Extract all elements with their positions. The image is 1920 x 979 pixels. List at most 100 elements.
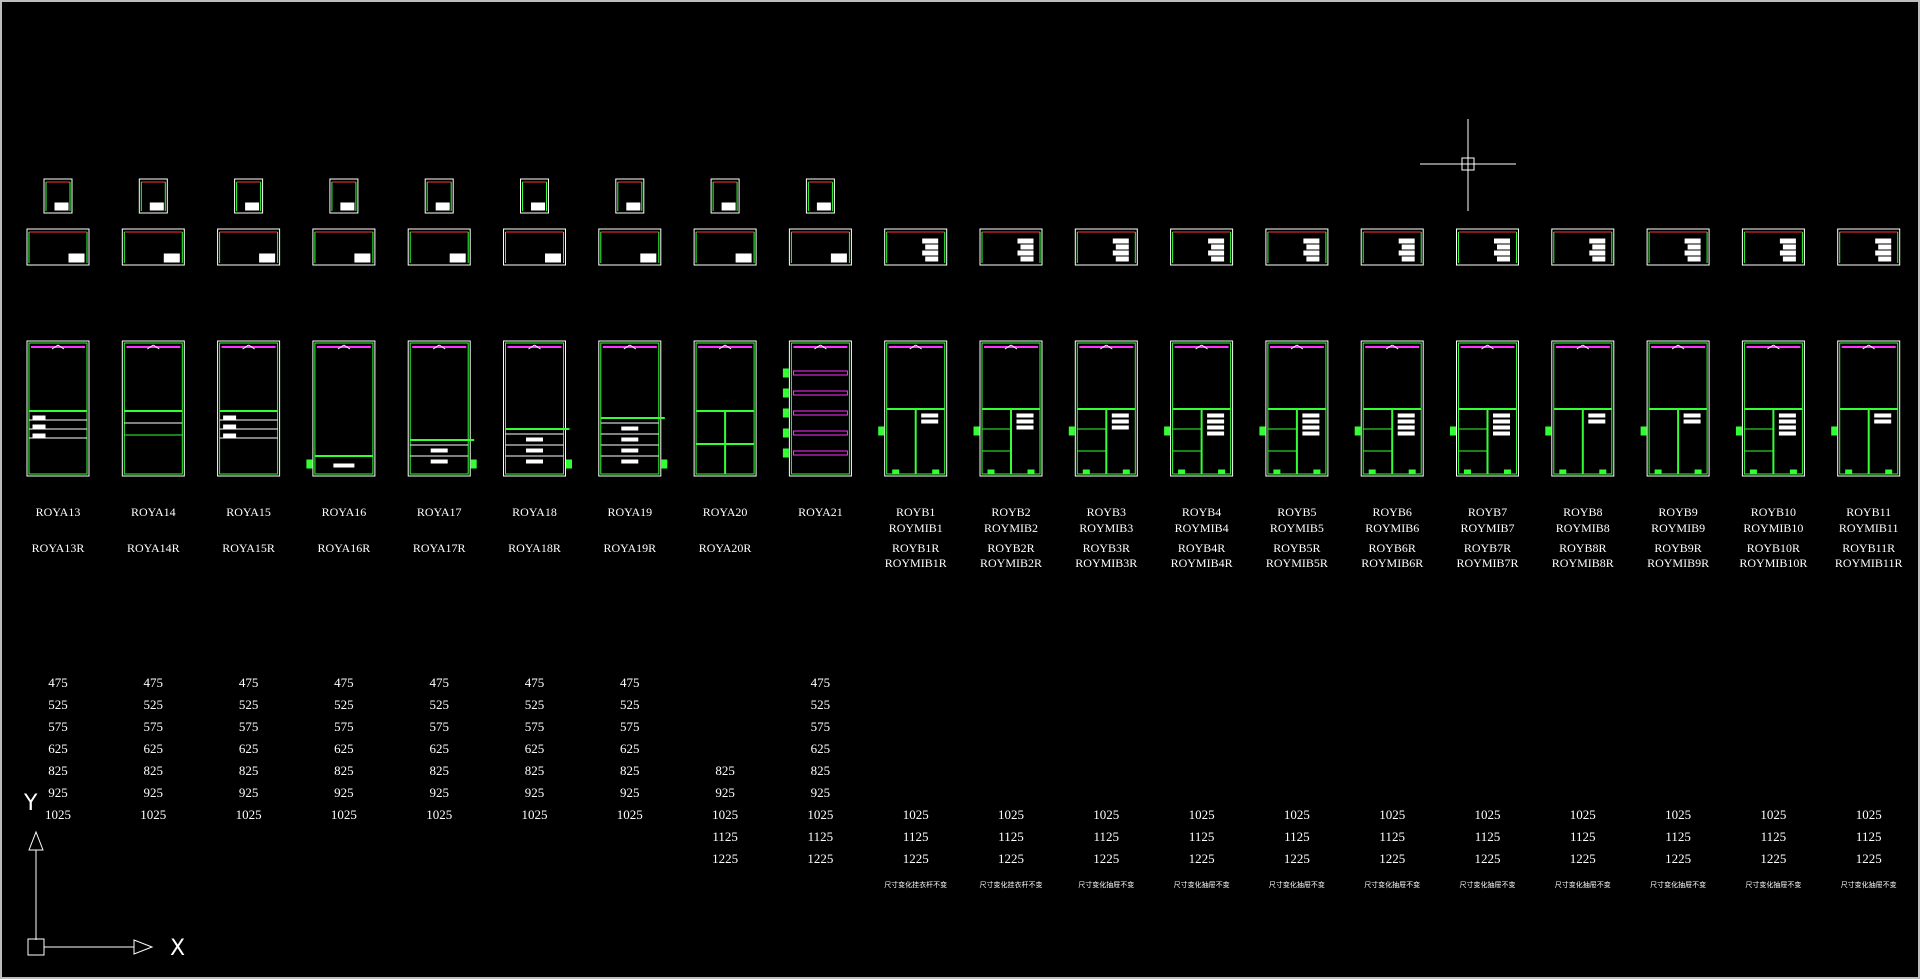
model-name: ROYB10R — [1747, 541, 1800, 555]
model-name: ROYMIB9 — [1651, 521, 1705, 535]
elevation-frame — [1456, 340, 1519, 477]
shelf-board — [792, 410, 848, 416]
drawer-handle — [32, 424, 46, 429]
cabinet-drawing-royb7[interactable]: ROYB7ROYMIB7ROYB7RROYMIB7R102511251225尺寸… — [1450, 228, 1519, 889]
foot-marker — [1885, 469, 1893, 475]
fill-block — [1401, 244, 1415, 250]
fill-block — [922, 250, 939, 256]
cabinet-drawing-royb4[interactable]: ROYB4ROYMIB4ROYB4RROYMIB4R102511251225尺寸… — [1164, 228, 1234, 889]
size-value: 1025 — [522, 807, 548, 822]
size-value: 1025 — [807, 807, 833, 822]
foot-marker — [1845, 469, 1853, 475]
cabinet-drawing-royb3[interactable]: ROYB3ROYMIB3ROYB3RROYMIB3R102511251225尺寸… — [1068, 228, 1138, 889]
model-name: ROYMIB10 — [1743, 521, 1803, 535]
elevation-frame — [1360, 340, 1424, 477]
cabinet-drawing-royb11[interactable]: ROYB11ROYMIB11ROYB11RROYMIB11R1025112512… — [1831, 228, 1903, 889]
hanger-mark — [343, 344, 351, 350]
shelf-board — [792, 430, 848, 436]
fill-block — [1017, 238, 1034, 244]
foot-marker — [1368, 469, 1376, 475]
hanger-mark — [1767, 344, 1774, 350]
small-top-view — [710, 178, 740, 214]
size-value: 1025 — [140, 807, 166, 822]
plan-view — [503, 228, 566, 266]
foot-marker — [1082, 469, 1090, 475]
cabinet-drawing-royb1[interactable]: ROYB1ROYMIB1ROYB1RROYMIB1R102511251225尺寸… — [878, 228, 948, 889]
small-top-view — [234, 178, 264, 214]
size-value: 475 — [429, 675, 449, 690]
cabinet-drawing-royb9[interactable]: ROYB9ROYMIB9ROYB9RROYMIB9R102511251225尺寸… — [1640, 228, 1710, 889]
fill-block — [435, 202, 450, 211]
size-value: 625 — [620, 741, 640, 756]
model-name: ROYMIB2 — [984, 521, 1038, 535]
size-note: 尺寸变化抽屉不变 — [1745, 880, 1801, 889]
cabinet-drawing-royb8[interactable]: ROYB8ROYMIB8ROYB8RROYMIB8R102511251225尺寸… — [1545, 228, 1615, 889]
size-value: 1025 — [1570, 807, 1596, 822]
plan-view — [312, 228, 376, 266]
hanger-mark — [1290, 344, 1298, 350]
model-name: ROYB4R — [1178, 541, 1225, 555]
drawer-handle — [1302, 425, 1320, 430]
model-name: ROYMIB6 — [1365, 521, 1419, 535]
drawer-handle — [1683, 419, 1701, 424]
size-value: 475 — [525, 675, 545, 690]
plan-view — [1741, 228, 1805, 266]
ucs-x-label: X — [170, 936, 185, 961]
elevation-frame — [503, 340, 566, 477]
model-name: ROYA20 — [703, 505, 748, 519]
cabinet-drawing-royb5[interactable]: ROYB5ROYMIB5ROYB5RROYMIB5R102511251225尺寸… — [1259, 228, 1329, 889]
model-name: ROYB5 — [1277, 505, 1316, 519]
drawer-handle — [526, 448, 543, 453]
side-marker — [1259, 426, 1266, 436]
elevation-inner — [505, 342, 564, 475]
side-marker — [782, 448, 789, 458]
plan-view — [979, 228, 1043, 266]
elevation-frame — [598, 340, 662, 477]
model-name: ROYA16 — [322, 505, 367, 519]
model-name: ROYB9 — [1658, 505, 1697, 519]
fill-block — [1398, 238, 1415, 244]
size-value: 525 — [525, 697, 545, 712]
side-marker — [306, 459, 313, 469]
small-top-view — [329, 178, 359, 214]
elevation-inner — [123, 342, 183, 475]
size-value: 1025 — [1093, 807, 1119, 822]
hanger-mark — [629, 344, 637, 350]
cabinet-drawing-royb2[interactable]: ROYB2ROYMIB2ROYB2RROYMIB2R102511251225尺寸… — [973, 228, 1043, 889]
size-value: 1125 — [1475, 829, 1501, 844]
fill-block — [1020, 244, 1034, 250]
size-value: 1025 — [903, 807, 929, 822]
size-value: 1125 — [712, 829, 738, 844]
cabinet-drawing-royb10[interactable]: ROYB10ROYMIB10ROYB10RROYMIB10R1025112512… — [1735, 228, 1807, 889]
size-value: 1225 — [903, 851, 929, 866]
size-value: 1225 — [1379, 851, 1405, 866]
model-name: ROYB4 — [1182, 505, 1221, 519]
drawer-handle — [1016, 425, 1034, 430]
size-value: 475 — [620, 675, 640, 690]
drawer-handle — [1778, 431, 1796, 436]
hanger-mark — [724, 344, 732, 350]
hanger-mark — [1576, 344, 1584, 350]
elevation-frame — [1741, 340, 1805, 477]
hanger-mark — [1004, 344, 1012, 350]
fill-block — [68, 253, 85, 263]
drawer-handle — [1207, 425, 1225, 430]
hanger-mark — [337, 344, 345, 350]
size-value: 825 — [239, 763, 259, 778]
cabinet-drawing-royb6[interactable]: ROYB6ROYMIB6ROYB6RROYMIB6R102511251225尺寸… — [1354, 228, 1424, 889]
hanger-mark — [51, 344, 59, 350]
size-value: 825 — [715, 763, 735, 778]
fill-block — [1782, 256, 1796, 262]
drawer-handle — [1493, 419, 1510, 424]
